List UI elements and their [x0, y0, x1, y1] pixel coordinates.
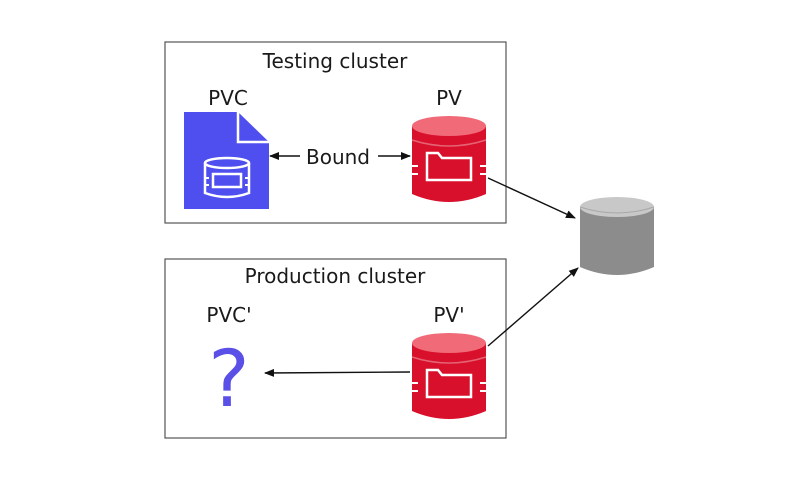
- pv-prime-to-pvc-prime-arrow: [264, 368, 411, 377]
- pv-prime-to-storage-arrow: [487, 267, 579, 347]
- question-mark-icon: ?: [208, 335, 249, 425]
- testing-cluster-title: Testing cluster: [262, 49, 408, 73]
- storage-cylinder-icon: [579, 197, 655, 275]
- pvc-prime-label: PVC': [206, 303, 251, 327]
- pv-to-storage-arrow: [487, 177, 576, 219]
- testing-cluster: Testing cluster PVC PV Bound: [164, 41, 507, 224]
- pv-prime-database-icon: [411, 333, 487, 419]
- pvc-document-icon: [184, 112, 269, 209]
- production-cluster-title: Production cluster: [245, 264, 427, 288]
- pv-prime-label: PV': [433, 303, 464, 327]
- bound-label: Bound: [306, 145, 370, 169]
- production-cluster: Production cluster PVC' PV' ?: [164, 258, 507, 439]
- pv-database-icon: [411, 116, 487, 202]
- pvc-label: PVC: [208, 86, 248, 110]
- pv-label: PV: [436, 86, 462, 110]
